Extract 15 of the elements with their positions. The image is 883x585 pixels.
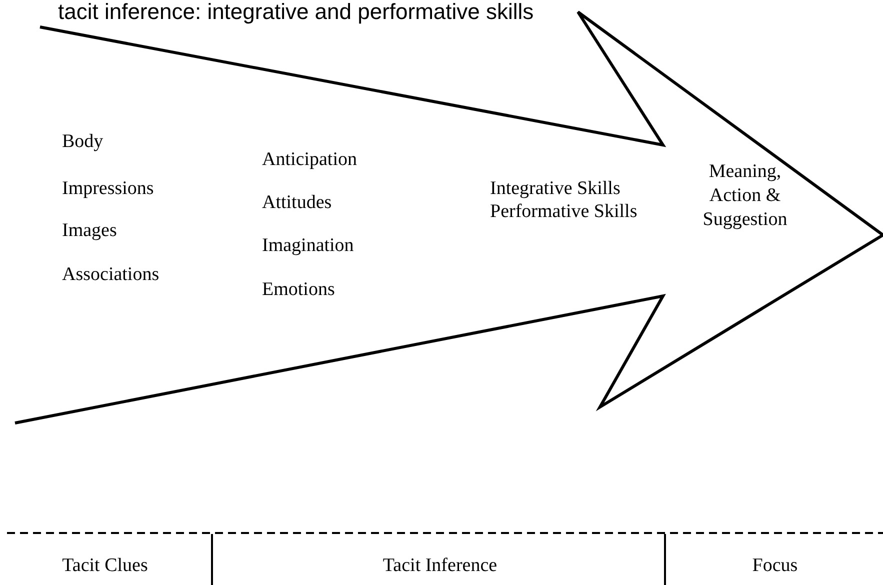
label-text: Attitudes: [262, 192, 332, 214]
column-header: Focus: [751, 555, 799, 577]
label-text: Impressions: [62, 178, 154, 200]
title: tacit inference: integrative and performative skills: [58, 0, 534, 24]
label-text: Body: [62, 131, 104, 153]
label-text: Anticipation: [262, 149, 357, 171]
label-text: Meaning, Action & Suggestion: [702, 160, 788, 232]
column-header: Tacit Inference: [382, 555, 498, 577]
label-text: Performative Skills: [490, 201, 638, 223]
column-header: Tacit Clues: [61, 555, 149, 577]
label-text: Integrative Skills: [490, 178, 620, 200]
label-text: Imagination: [262, 235, 354, 257]
label-text: Associations: [62, 264, 160, 286]
label-text: Emotions: [262, 279, 335, 301]
label-text: Images: [62, 220, 117, 242]
